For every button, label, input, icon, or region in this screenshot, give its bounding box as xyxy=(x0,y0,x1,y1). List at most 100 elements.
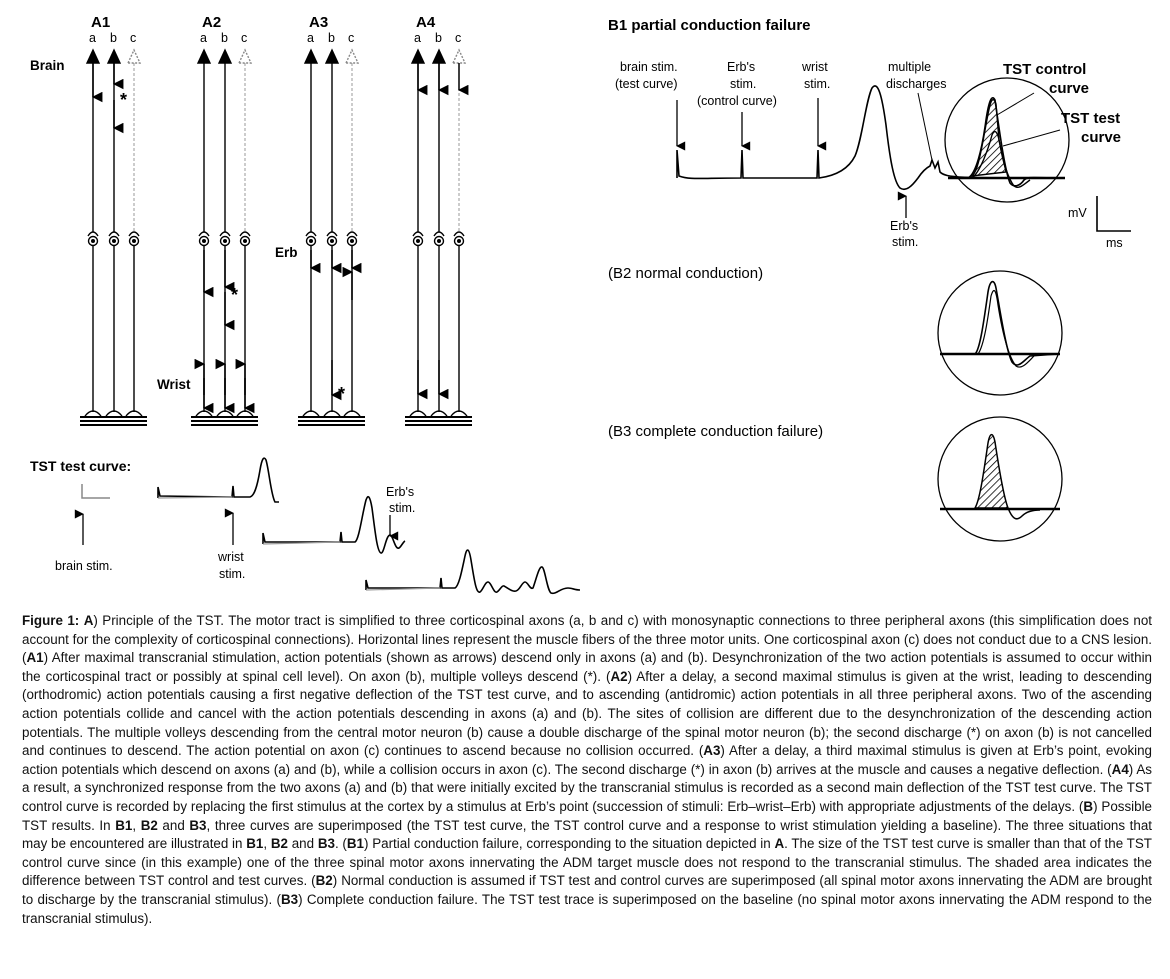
panel-b3-complete-conduction-failure: (B3 complete conduction failure) xyxy=(608,416,1063,542)
brain-label: Brain xyxy=(30,58,65,73)
motor-neuron-core xyxy=(91,239,95,243)
nerve-terminal xyxy=(105,410,123,417)
caption-segment: A xyxy=(83,613,94,628)
caption-segment: B1 xyxy=(246,836,264,852)
caption-segment: Figure 1: xyxy=(22,613,80,628)
b1-wrist-label-1: wrist xyxy=(801,60,828,74)
nerve-terminal xyxy=(125,410,143,417)
caption-segment: . The size of the TST test curve is smal… xyxy=(22,836,1152,889)
caption-segment: ) Partial conduction failure, correspond… xyxy=(364,836,775,852)
motor-neuron-core xyxy=(243,239,247,243)
neuron-triangle xyxy=(324,48,340,64)
axon-letter: a xyxy=(200,31,207,45)
nerve-terminal xyxy=(84,410,102,417)
b1-trace xyxy=(676,85,1061,191)
wrist-label: Wrist xyxy=(157,377,191,392)
panel-title-a1: A1 xyxy=(91,14,110,31)
motor-neuron-core xyxy=(350,239,354,243)
tst-test-label-1: TST test xyxy=(1061,110,1120,127)
erbs-control-label-3: (control curve) xyxy=(697,94,777,108)
nerve-terminal xyxy=(450,410,468,417)
motor-neuron-core xyxy=(309,239,313,243)
ms-label: ms xyxy=(1106,236,1123,250)
trace-2 xyxy=(157,457,279,503)
figure-caption: Figure 1: A) Principle of the TST. The m… xyxy=(22,612,1152,928)
neuron-triangle xyxy=(303,48,319,64)
caption-segment: A3 xyxy=(703,743,721,759)
neuron-triangle xyxy=(237,48,253,64)
b1-wrist-label-2: stim. xyxy=(804,77,830,91)
tst-test-curve-title: TST test curve: xyxy=(30,458,131,474)
erbs-control-label-2: stim. xyxy=(730,77,756,91)
motor-neuron-core xyxy=(330,239,334,243)
erbs-stim-label-1: Erb's xyxy=(386,485,414,499)
nerve-terminal xyxy=(409,410,427,417)
caption-segment: A1 xyxy=(26,650,44,666)
synapse xyxy=(326,231,338,237)
caption-segment: A4 xyxy=(1111,761,1129,777)
synapse xyxy=(128,231,140,237)
multiple-discharges-label-2: discharges xyxy=(886,77,946,91)
wrist-stim-label-2: stim. xyxy=(219,567,245,581)
b3-title: (B3 complete conduction failure) xyxy=(608,423,823,440)
synapse xyxy=(239,231,251,237)
axon-letter: c xyxy=(130,31,136,45)
synapse xyxy=(219,231,231,237)
synapse xyxy=(346,231,358,237)
caption-segment: , xyxy=(263,836,271,852)
panel-title-a2: A2 xyxy=(202,14,221,31)
axon-letter: b xyxy=(435,31,442,45)
synapse xyxy=(87,231,99,237)
caption-segment: B xyxy=(1083,798,1094,814)
tst-test-curve-panel: TST test curve: brain stim. wrist stim. … xyxy=(30,457,581,595)
synapse xyxy=(453,231,465,237)
caption-segment: B1 xyxy=(115,817,133,833)
caption-segment: ) Possible TST results. In xyxy=(22,798,1153,833)
b2-title: (B2 normal conduction) xyxy=(608,265,763,282)
scale-bar xyxy=(1096,196,1131,232)
axon-letter: b xyxy=(328,31,335,45)
motor-neuron-core xyxy=(223,239,227,243)
caption-segment: and xyxy=(287,836,318,852)
caption-segment: ) Principle of the TST. The motor tract … xyxy=(22,613,1152,666)
multiple-discharges-label-1: multiple xyxy=(888,60,931,74)
caption-segment: , three curves are superimposed (the TST… xyxy=(22,817,1152,852)
tst-control-label-1: TST control xyxy=(1003,61,1086,78)
caption-segment: B2 xyxy=(140,817,158,833)
axon-letter: c xyxy=(348,31,354,45)
caption-segment: B2 xyxy=(270,836,288,852)
caption-segment: B1 xyxy=(346,836,364,852)
brain-stim-test-label-2: (test curve) xyxy=(615,77,678,91)
axon-letter: a xyxy=(307,31,314,45)
neuron-triangle xyxy=(217,48,233,64)
neuron-triangle xyxy=(85,48,101,64)
caption-segment: , xyxy=(132,817,141,833)
erb-label: Erb xyxy=(275,245,298,260)
b1-erbs-bottom-label-2: stim. xyxy=(892,235,918,249)
nerve-terminal xyxy=(302,410,320,417)
panel-title-a3: A3 xyxy=(309,14,328,31)
motor-neuron-core xyxy=(457,239,461,243)
star-marker: * xyxy=(338,384,345,404)
nerve-terminal xyxy=(430,410,448,417)
b1-inset-circle xyxy=(944,77,1070,203)
caption-segment: A xyxy=(774,836,785,852)
tst-test-label-2: curve xyxy=(1081,129,1121,146)
neuron-triangle xyxy=(126,48,142,64)
tst-control-label-2: curve xyxy=(1049,80,1089,97)
panel-b1-partial-conduction-failure: B1 partial conduction failure brain stim… xyxy=(608,17,1131,250)
caption-segment: ) After a delay, a third maximal stimulu… xyxy=(22,743,1153,777)
neuron-triangle xyxy=(410,48,426,64)
caption-segment: A2 xyxy=(610,668,628,684)
motor-neuron-core xyxy=(202,239,206,243)
caption-segment: ) After a delay, a second maximal stimul… xyxy=(22,668,1152,759)
nerve-terminal xyxy=(323,410,341,417)
caption-segment: ) As a result, a synchronized response f… xyxy=(22,761,1152,814)
star-marker: * xyxy=(120,90,127,110)
wrist-stim-label-1: wrist xyxy=(217,550,244,564)
mv-label: mV xyxy=(1068,206,1087,220)
b1-erbs-bottom-label-1: Erb's xyxy=(890,219,918,233)
axon-letter: c xyxy=(241,31,247,45)
